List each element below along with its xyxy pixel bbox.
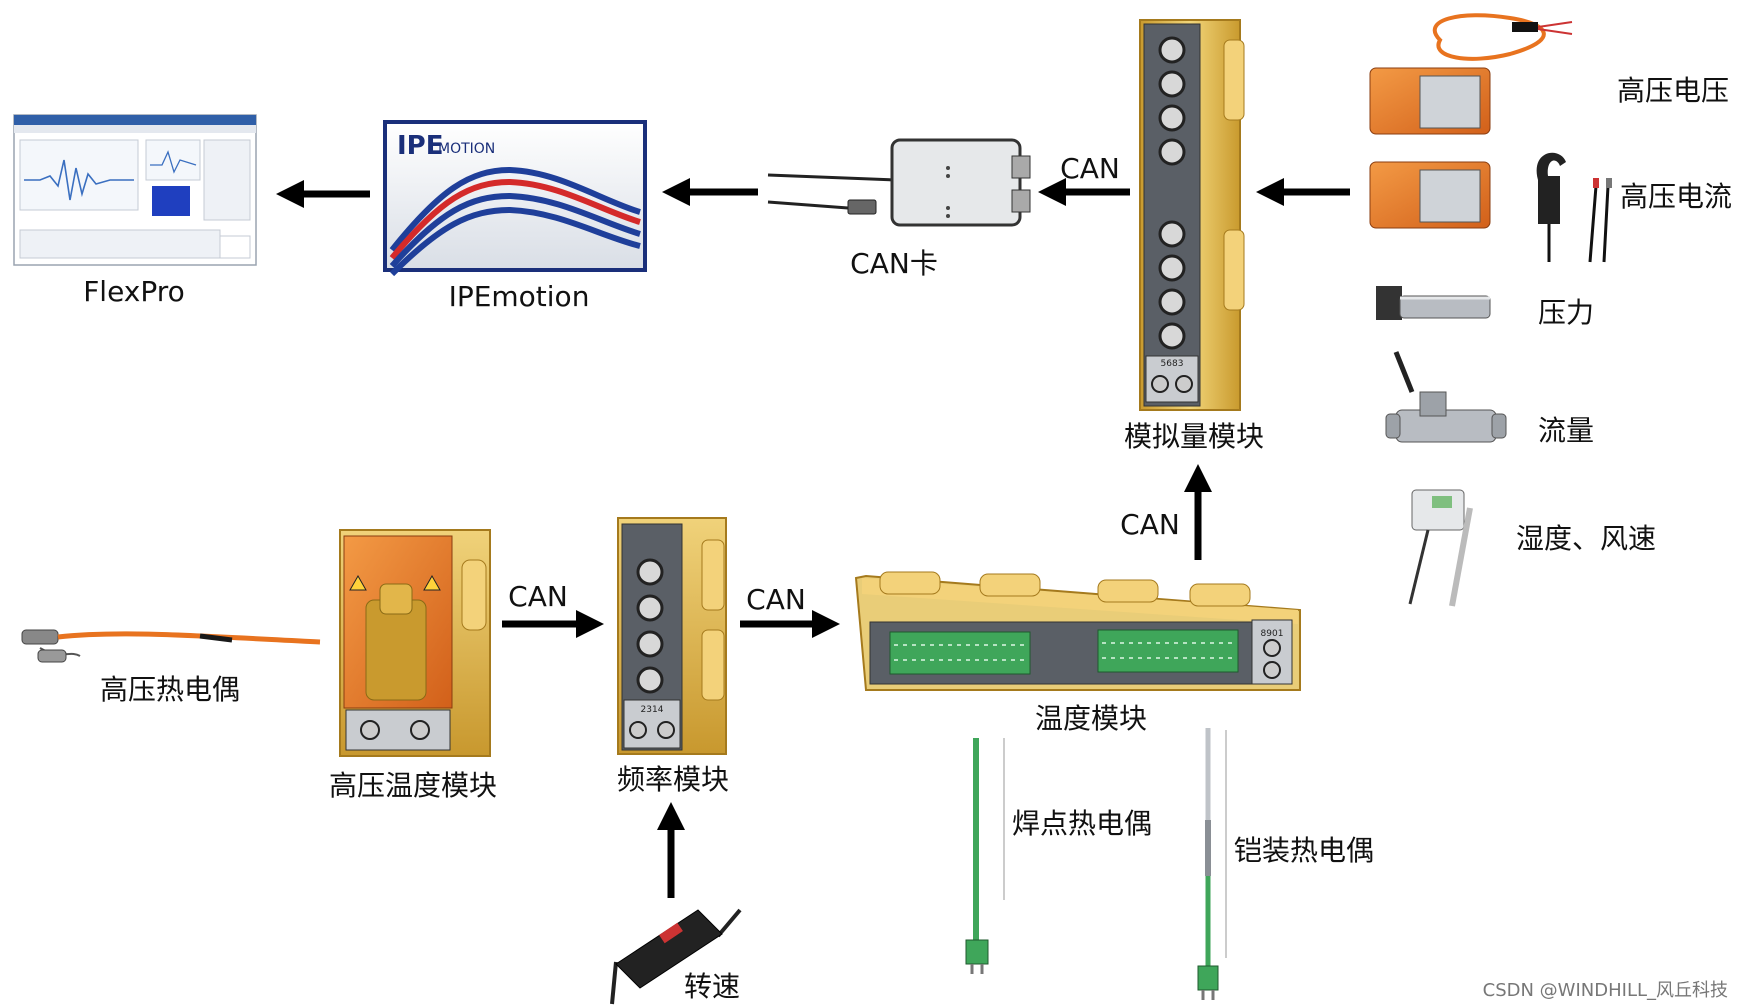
ipemotion-logo: IPE MOTION IPEmotion [383,120,647,313]
flexpro-screenshot: FlexPro [13,114,257,308]
ipe-logo-sub: MOTION [438,141,495,157]
flow-label: 流量 [1538,414,1594,447]
analog-connectors [1158,36,1186,350]
can-label-hv-freq: CAN [508,580,568,613]
arrows [276,178,1350,898]
temp-module-label: 温度模块 [1035,702,1147,735]
hv-current-label: 高压电流 [1620,180,1732,213]
can-card-label: CAN卡 [850,247,938,280]
hv-thermocouple-label: 高压热电偶 [100,673,240,706]
ipemotion-label: IPEmotion [449,280,590,313]
armored-thermocouple: 铠装热电偶 [1197,728,1374,1000]
analog-module: 5683 模拟量模块 [1124,19,1264,453]
hv-voltage-label: 高压电压 [1617,74,1729,107]
analog-module-label: 模拟量模块 [1124,420,1264,453]
flexpro-label: FlexPro [83,275,185,308]
flow-sensor: 流量 [1385,351,1594,447]
speed-sensor: 转速 [610,908,742,1005]
pressure-label: 压力 [1538,296,1594,329]
hv-temp-module: 高压温度模块 [329,529,497,802]
weld-thermocouple: 焊点热电偶 [965,738,1152,974]
freq-id: 2314 [641,705,664,715]
temp-module: 8901 温度模块 [854,571,1301,735]
hv-temp-module-label: 高压温度模块 [329,769,497,802]
hv-thermocouple: 高压热电偶 [21,629,321,706]
can-label-freq-temp: CAN [746,583,806,616]
pressure-sensor: 压力 [1376,286,1594,329]
ipe-logo-main: IPE [397,131,444,161]
humidity-wind-sensor: 湿度、风速 [1408,489,1656,607]
hv-current-sensor: 高压电流 [1369,152,1732,263]
can-label-top: CAN [1060,152,1120,185]
watermark: CSDN @WINDHILL_风丘科技 [1483,980,1728,1001]
analog-id: 5683 [1161,359,1184,369]
temp-id: 8901 [1261,629,1284,639]
humidity-wind-label: 湿度、风速 [1516,522,1656,555]
can-label-vertical: CAN [1120,508,1180,541]
freq-module-label: 频率模块 [617,763,729,796]
can-card-device: CAN卡 [767,138,1031,280]
speed-label: 转速 [684,970,740,1003]
armored-thermocouple-label: 铠装热电偶 [1234,834,1374,867]
weld-thermocouple-label: 焊点热电偶 [1012,807,1152,840]
hv-voltage-sensor: 高压电压 [1369,13,1729,135]
freq-module: 2314 频率模块 [617,517,729,796]
